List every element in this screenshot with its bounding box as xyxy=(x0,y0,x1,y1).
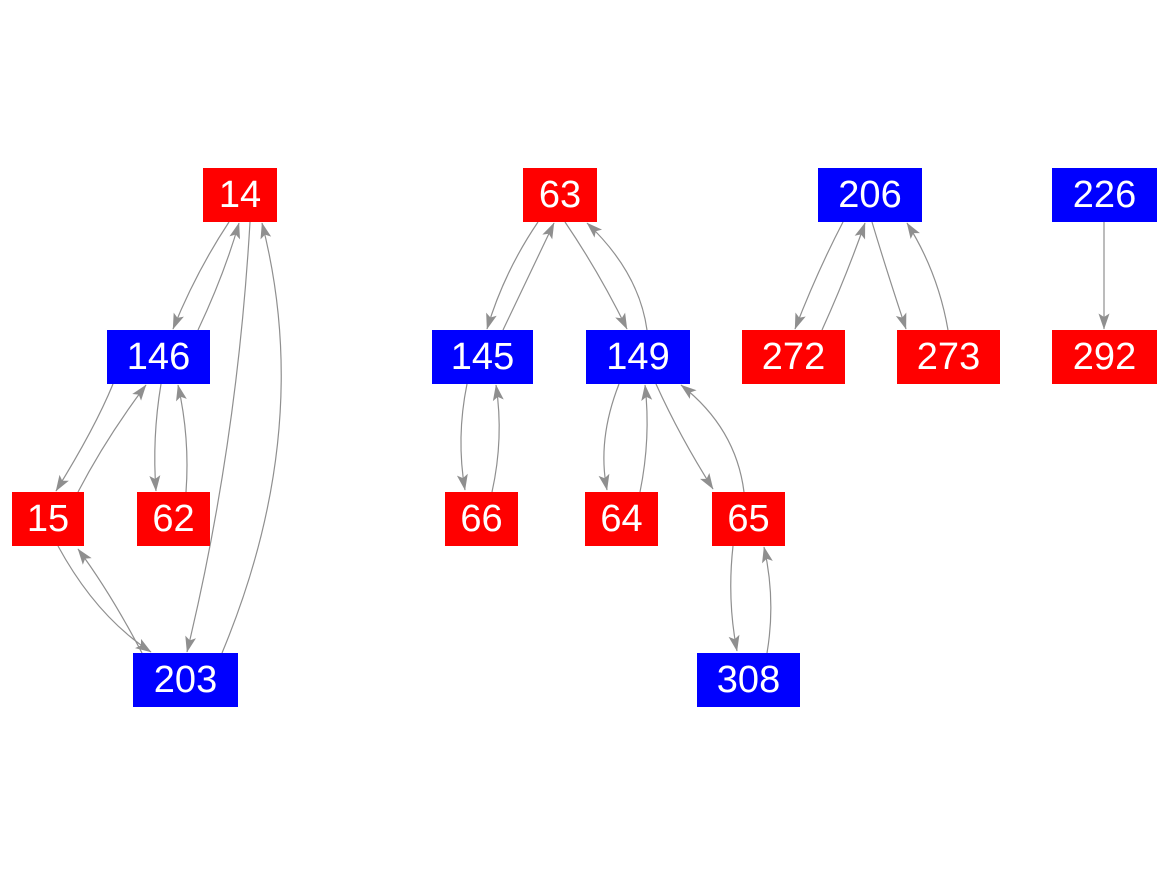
node-292: 292 xyxy=(1052,330,1157,384)
node-64: 64 xyxy=(585,492,658,546)
node-14: 14 xyxy=(203,168,277,222)
node-308: 308 xyxy=(697,653,800,707)
node-62: 62 xyxy=(137,492,210,546)
node-273: 273 xyxy=(897,330,1000,384)
node-206: 206 xyxy=(818,168,922,222)
node-145: 145 xyxy=(432,330,533,384)
node-149: 149 xyxy=(586,330,690,384)
node-66: 66 xyxy=(445,492,518,546)
node-65: 65 xyxy=(712,492,785,546)
node-63: 63 xyxy=(523,168,597,222)
node-203: 203 xyxy=(133,653,238,707)
node-146: 146 xyxy=(107,330,210,384)
node-15: 15 xyxy=(12,492,84,546)
node-226: 226 xyxy=(1052,168,1157,222)
node-272: 272 xyxy=(742,330,845,384)
